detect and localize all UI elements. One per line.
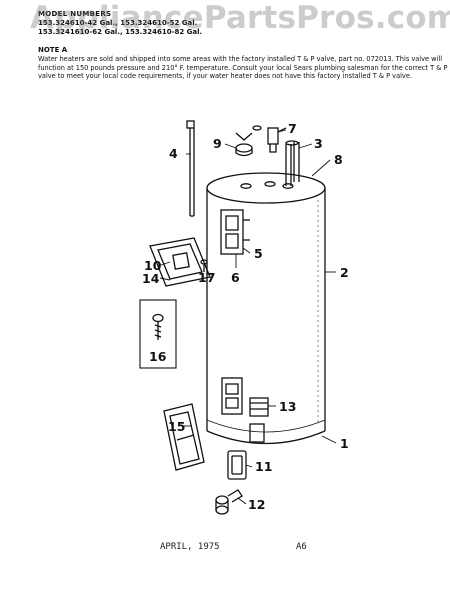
- part-9-cap: [235, 132, 253, 157]
- tank-bottom-edge: [206, 430, 326, 445]
- part-11-gasket: [227, 450, 247, 480]
- footer-page-code: A6: [296, 542, 307, 552]
- part-5-thermostat: [220, 209, 250, 255]
- callout-15: 15: [168, 419, 185, 434]
- note-text: Water heaters are sold and shipped into …: [38, 55, 448, 81]
- part-12-drain-valve: [215, 489, 243, 515]
- callout-13: 13: [279, 399, 296, 414]
- callout-9: 9: [213, 136, 222, 151]
- tank-top: [206, 172, 326, 204]
- part-13-lower-component: [221, 377, 269, 443]
- part-14-upper-access-panel: [149, 237, 211, 287]
- callout-5: 5: [254, 246, 263, 261]
- callout-17: 17: [198, 270, 215, 285]
- callout-2: 2: [340, 265, 349, 280]
- part-16-screw-box: [139, 299, 177, 369]
- part-15-lower-access-panel: [163, 403, 205, 471]
- tank-body: [206, 172, 326, 445]
- callout-8: 8: [334, 152, 343, 167]
- callout-4: 4: [169, 146, 178, 161]
- top-fittings: [240, 140, 300, 189]
- part-4-anode-rod: [186, 120, 195, 217]
- callout-12: 12: [248, 497, 265, 512]
- model-numbers-line-2: 153.3241610-62 Gal., 153.324610-82 Gal.: [38, 28, 203, 36]
- note-title: NOTE A: [38, 46, 68, 54]
- model-numbers-title: MODEL NUMBERS: [38, 10, 112, 18]
- leader-lines: [157, 129, 337, 505]
- watermark: AppliancePartsPros.com: [30, 0, 450, 36]
- callout-11: 11: [255, 459, 272, 474]
- part-7-valve: [252, 125, 287, 153]
- callout-14: 14: [142, 271, 160, 286]
- callout-3: 3: [314, 136, 323, 151]
- footer-date: APRIL, 1975: [160, 542, 220, 552]
- callout-1: 1: [340, 436, 349, 451]
- tank-base-ring: [206, 419, 326, 433]
- model-numbers-line-1: 153.324610-42 Gal., 153.324610-52 Gal.: [38, 19, 198, 27]
- callout-6: 6: [231, 270, 240, 285]
- callout-10: 10: [144, 258, 162, 273]
- callouts: 1 2 3 4 5 6 7 8 9 10 11 12 13 14 15 16 1…: [142, 121, 349, 512]
- callout-7: 7: [288, 121, 297, 136]
- callout-16: 16: [149, 349, 167, 364]
